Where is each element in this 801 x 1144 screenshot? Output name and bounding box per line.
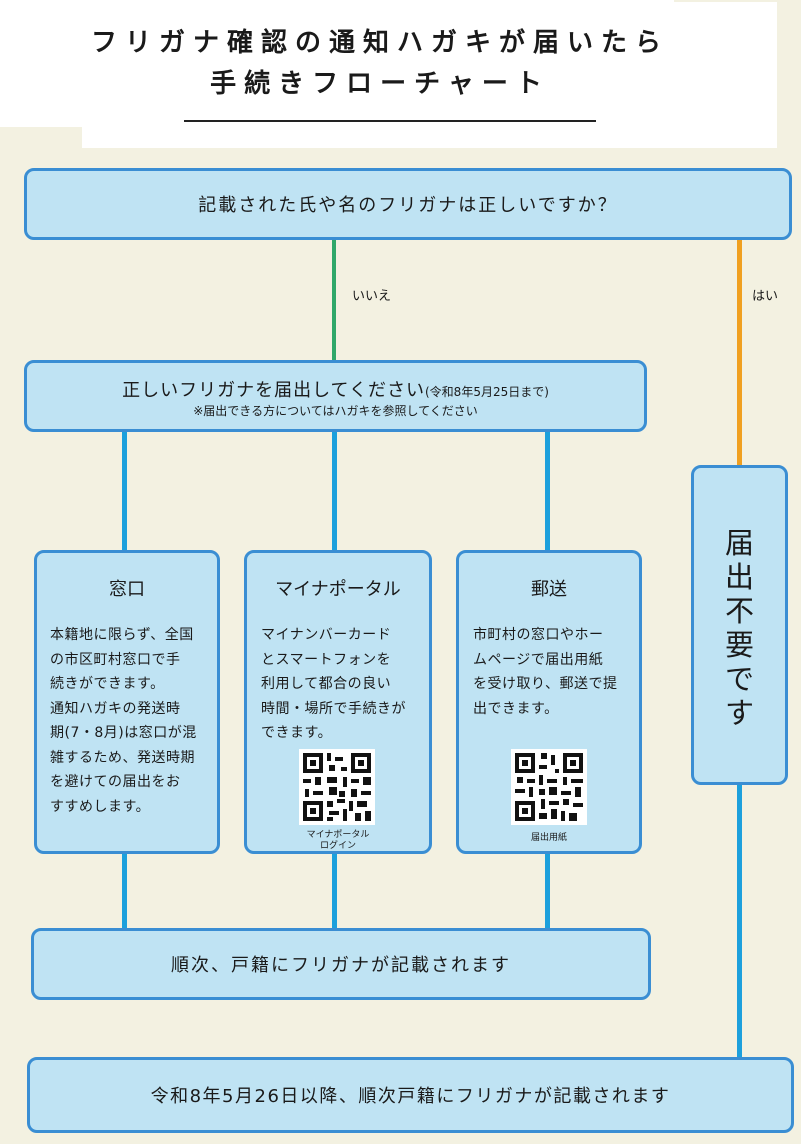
portal-line: とスマートフォンを [261,651,392,668]
title-line-1: フリガナ確認の通知ハガキが届いたら [90,28,669,58]
submit-deadline-text: (令和8年5月25日まで) [425,385,549,399]
portal-line: できます。 [261,725,333,741]
portal-line: マイナンバーカード [261,627,392,643]
result-text: 順次、戸籍にフリガナが記載されます [171,955,511,976]
counter-title: 窓口 [109,579,145,600]
submit-main-text: 正しいフリガナを届出してください [122,380,425,401]
line-yes [737,238,742,468]
line-mail-result [545,852,550,932]
not-required-char: す [724,696,754,730]
question-box: 記載された氏や名のフリガナは正しいですか？ [24,168,792,240]
line-no [332,238,336,362]
line-portal-result [332,852,337,932]
counter-body: 本籍地に限らず、全国 の市区町村窓口で手 続きができます。 通知ハガキの発送時 … [50,623,216,819]
method-card-counter: 窓口 本籍地に限らず、全国 の市区町村窓口で手 続きができます。 通知ハガキの発… [34,550,220,854]
branch-yes-label: はい [752,289,779,304]
mail-line: 出できます。 [473,700,559,717]
corner-block-right [674,2,777,148]
line-counter-result [122,852,127,932]
not-required-char: で [724,662,754,696]
portal-qr-label-line: マイナポータル [306,830,370,840]
mail-line: を受け取り、郵送で提 [473,676,618,692]
header-white-block [82,0,674,148]
counter-line: 雑するため、発送時期 [50,749,195,766]
counter-line: 期(7・8月)は窓口が混 [50,725,197,741]
portal-line: 利用して都合の良い [261,676,392,692]
counter-line: 通知ハガキの発送時 [50,700,181,717]
not-required-box: 届 出 不 要 で す [691,465,788,785]
mail-body: 市町村の窓口やホー ムページで届出用紙 を受け取り、郵送で提 出できます。 [473,623,639,721]
mail-line: 市町村の窓口やホー [473,627,604,643]
portal-qr-label-line: ログイン [319,841,356,851]
portal-qr-code-icon[interactable] [299,749,375,825]
portal-title: マイナポータル [275,579,401,600]
mail-line: ムページで届出用紙 [473,651,604,668]
portal-line: 時間・場所で手続きが [261,700,406,717]
not-required-char: 出 [724,560,754,594]
line-to-counter [122,428,127,552]
final-text: 令和8年5月26日以降、順次戸籍にフリガナが記載されます [150,1086,671,1107]
portal-qr-label: マイナポータル ログイン [247,830,429,852]
counter-line: 続きができます。 [50,676,165,692]
final-box: 令和8年5月26日以降、順次戸籍にフリガナが記載されます [27,1057,794,1133]
submit-note-text: ※届出できる方についてはハガキを参照してください [193,404,478,418]
line-to-portal [332,428,337,552]
portal-body: マイナンバーカード とスマートフォンを 利用して都合の良い 時間・場所で手続きが… [261,623,427,746]
method-card-mail: 郵送 市町村の窓口やホー ムページで届出用紙 を受け取り、郵送で提 出できます。… [456,550,642,854]
mail-title: 郵送 [531,579,567,600]
line-to-mail [545,428,550,552]
counter-line: すすめします。 [50,798,151,815]
corner-block-left [0,0,82,127]
submit-box: 正しいフリガナを届出してください(令和8年5月25日まで) ※届出できる方につい… [24,360,647,432]
not-required-text: 届 出 不 要 で す [694,526,785,730]
counter-line: を避けての届出をお [50,774,181,790]
result-box: 順次、戸籍にフリガナが記載されます [31,928,651,1000]
branch-no-label: いいえ [352,289,392,304]
counter-line: の市区町村窓口で手 [50,651,181,668]
title-line-2: 手続きフローチャート [210,69,550,99]
question-text: 記載された氏や名のフリガナは正しいですか？ [198,195,618,216]
counter-line: 本籍地に限らず、全国 [50,627,194,643]
mail-qr-code-icon[interactable] [511,749,587,825]
title-underline [184,120,596,122]
line-not-required-final [737,782,742,1062]
mail-qr-label: 届出用紙 [530,833,567,843]
method-card-portal: マイナポータル マイナンバーカード とスマートフォンを 利用して都合の良い 時間… [244,550,432,854]
not-required-char: 要 [724,628,754,662]
not-required-char: 不 [724,594,754,628]
not-required-char: 届 [724,526,754,560]
